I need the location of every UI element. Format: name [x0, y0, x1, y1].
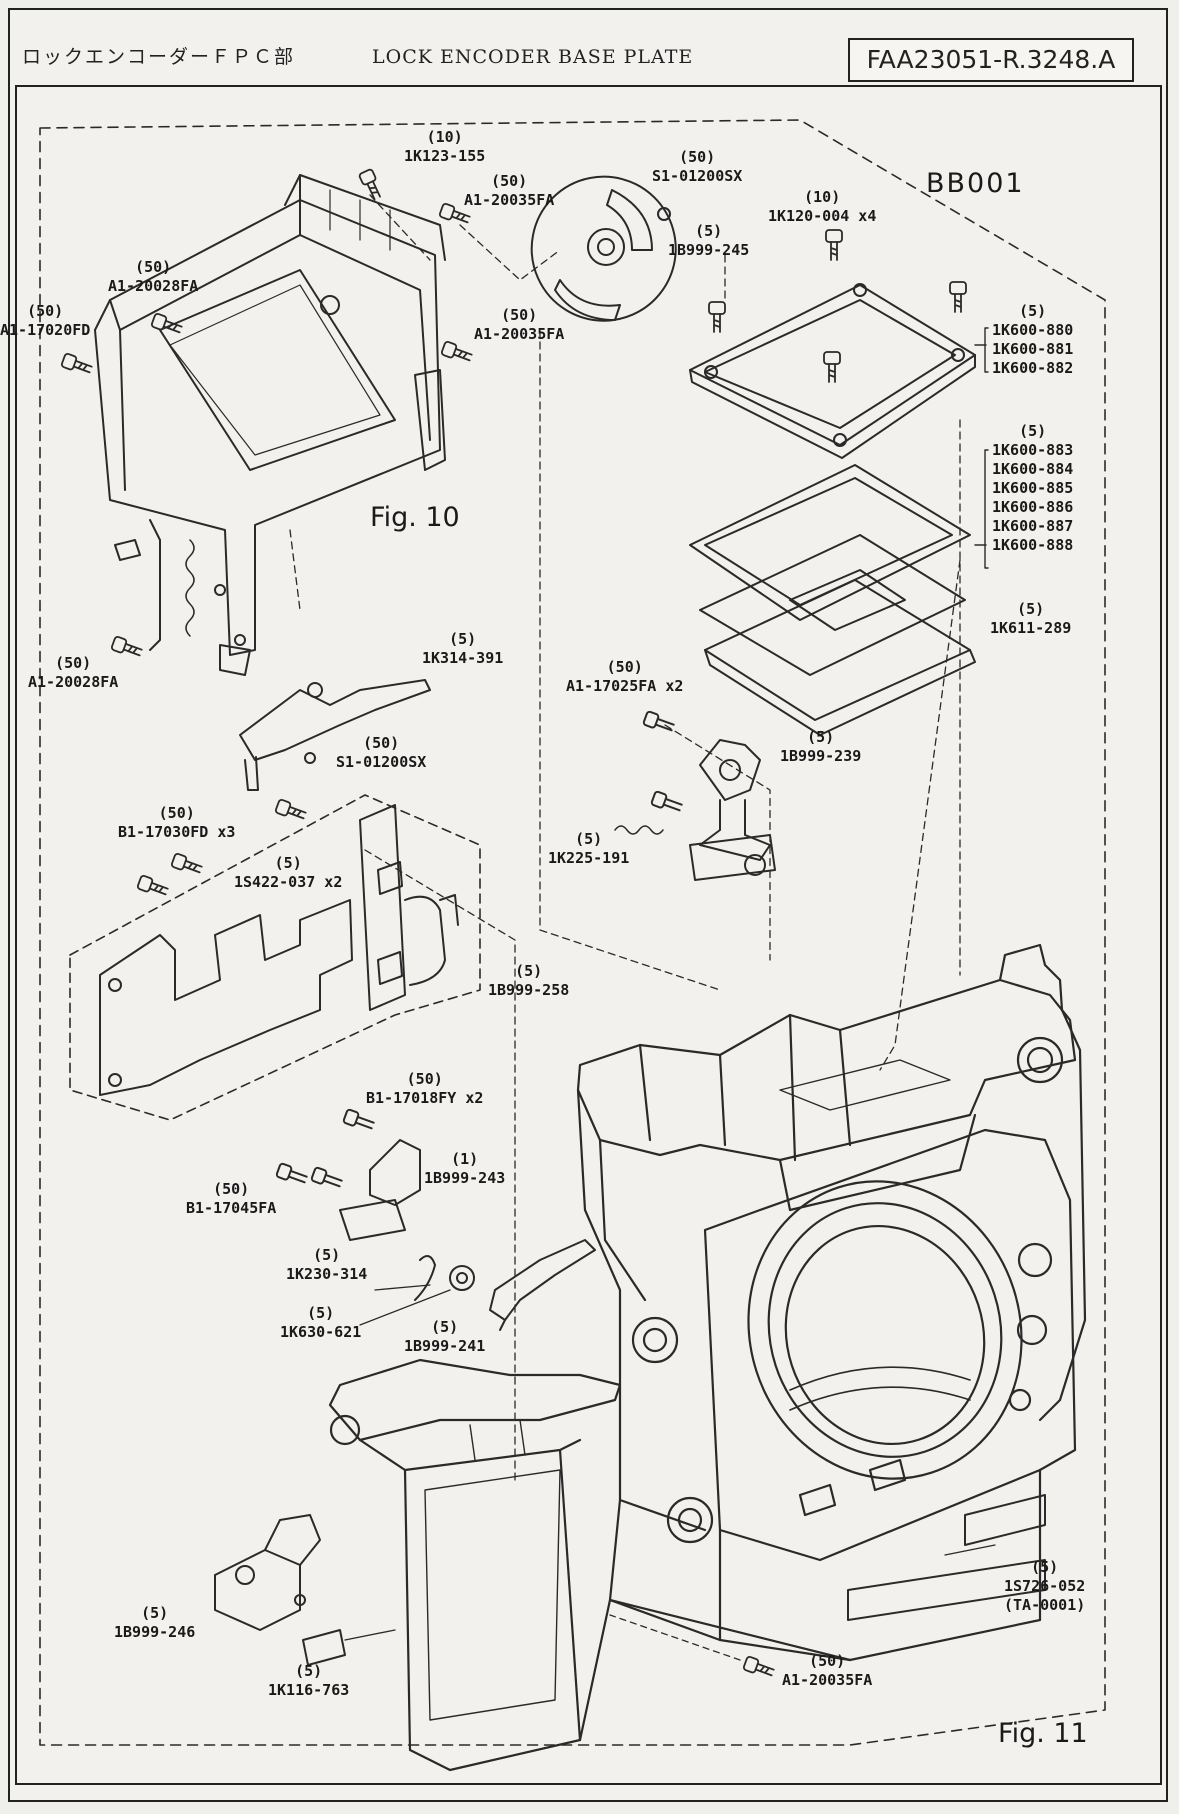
- figure-11-label: Fig. 11: [998, 1718, 1088, 1749]
- tape-1s726-052: [847, 1494, 1046, 1621]
- part-label: (50)A1-20035FA: [782, 1652, 873, 1689]
- part-label: (5)1K314-391: [422, 630, 504, 667]
- part-label: (50)A1-17020FD: [0, 302, 91, 339]
- part-label: (5)1K630-621: [280, 1304, 362, 1341]
- screw-group-plate: [708, 229, 967, 383]
- part-label: (50)A1-20028FA: [28, 654, 119, 691]
- screw-group-top: [60, 168, 473, 657]
- part-1k116-763: [302, 1629, 396, 1666]
- leader-lines: [289, 194, 961, 1481]
- part-label: (5)1B999-239: [780, 728, 862, 765]
- lock-switch-1b999-243: [275, 1108, 596, 1331]
- part-label: (50)B1-17045FA: [186, 1180, 277, 1217]
- diagram-frame: [15, 85, 1162, 1785]
- focusing-screen-frames: [689, 464, 976, 736]
- part-label: (50)S1-01200SX: [652, 148, 743, 185]
- part-label: (5)1B999-245: [668, 222, 750, 259]
- group-code: BB001: [926, 168, 1025, 199]
- part-label: (5)1K230-314: [286, 1246, 368, 1283]
- part-label: (5)1S726-052(TA-0001): [1004, 1558, 1086, 1614]
- title-english: LOCK ENCODER BASE PLATE: [372, 46, 694, 68]
- part-label: (50)A1-17025FA x2: [566, 658, 684, 695]
- part-label: (5)1K116-763: [268, 1662, 350, 1699]
- part-label: (50)B1-17030FD x3: [118, 804, 236, 841]
- outer-border: [8, 8, 1168, 1802]
- part-label: (50)B1-17018FY x2: [366, 1070, 484, 1107]
- cam-disc: [530, 175, 677, 322]
- release-mechanism-1b999-239: [614, 710, 776, 881]
- part-label-list: (5) 1K600-880 1K600-881 1K600-882: [992, 302, 1074, 377]
- figure-10-label: Fig. 10: [370, 502, 460, 533]
- doc-code-box: FAA23051-R.3248.A: [848, 38, 1134, 82]
- top-cover-plate: [689, 283, 976, 459]
- part-label: (50)A1-20028FA: [108, 258, 199, 295]
- encoder-fpc: [99, 804, 459, 1096]
- part-label: (5)1S422-037 x2: [234, 854, 343, 891]
- title-japanese: ロックエンコーダーＦＰＣ部: [22, 46, 296, 68]
- part-1b999-246: [214, 1514, 321, 1631]
- part-label: (5)1B999-246: [114, 1604, 196, 1641]
- part-label: (5)1K225-191: [548, 830, 630, 867]
- part-label: (10)1K120-004 x4: [768, 188, 877, 225]
- label-brackets: [974, 327, 989, 569]
- part-label-list: (5) 1K600-883 1K600-884 1K600-885 1K600-…: [992, 422, 1074, 554]
- screw-group-fpc: [136, 798, 307, 896]
- doc-code: FAA23051-R.3248.A: [866, 45, 1116, 74]
- group-boundary: [39, 119, 1106, 1746]
- part-label: (50)A1-20035FA: [474, 306, 565, 343]
- part-label: (5)1B999-241: [404, 1318, 486, 1355]
- part-label: (1)1B999-243: [424, 1150, 506, 1187]
- part-label: (50)A1-20035FA: [464, 172, 555, 209]
- mirror-box-assembly: [94, 174, 446, 676]
- part-label: (5)1K611-289: [990, 600, 1072, 637]
- part-label: (5)1B999-258: [488, 962, 570, 999]
- fpc-sub-boundary: [69, 794, 481, 1121]
- main-body-chassis: [328, 943, 1087, 1772]
- screw-bottom: [609, 1614, 775, 1677]
- lever-1k314: [239, 679, 431, 791]
- part-label: (50)S1-01200SX: [336, 734, 427, 771]
- part-label: (10)1K123-155: [404, 128, 486, 165]
